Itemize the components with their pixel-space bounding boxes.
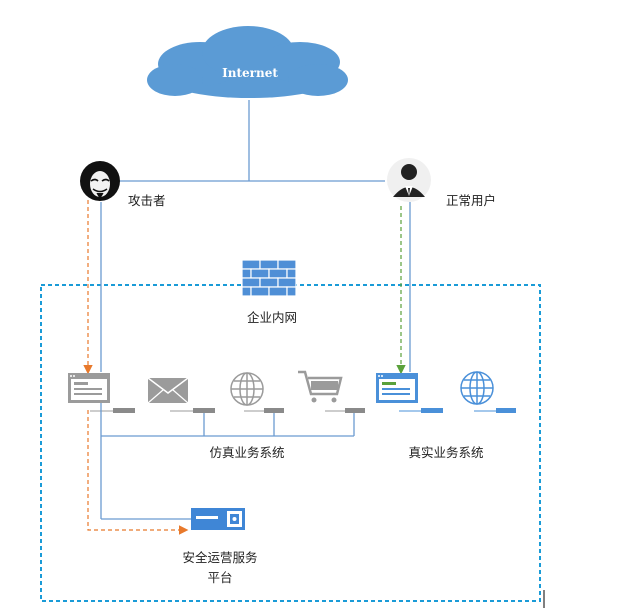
security-platform-label-line2: 平台	[207, 570, 232, 585]
real-system: 真实业务系统	[376, 371, 516, 460]
simulated-system-label: 仿真业务系统	[209, 445, 284, 460]
attack-flow-to-platform	[87, 410, 189, 535]
firewall: 企业内网	[241, 259, 297, 325]
server-base	[496, 408, 516, 413]
globe-server-icon	[460, 371, 494, 405]
internet-links	[118, 100, 385, 182]
real-server-globe	[460, 371, 516, 413]
server-base	[345, 408, 365, 413]
real-server-web	[376, 373, 443, 413]
security-appliance-icon	[191, 508, 245, 530]
internet-cloud: Internet	[147, 26, 348, 98]
attacker-node: 攻击者	[80, 161, 166, 208]
simulated-server-mail	[147, 377, 215, 413]
mail-server-icon	[147, 377, 189, 404]
security-platform: 安全运营服务 平台	[87, 410, 258, 585]
server-base	[421, 408, 443, 413]
simulated-server-globe	[230, 372, 284, 413]
simulated-system-bus	[100, 403, 355, 437]
cloud-icon	[147, 26, 348, 98]
server-base	[193, 408, 215, 413]
intranet-label: 企业内网	[247, 310, 297, 325]
web-server-icon	[68, 373, 110, 403]
firewall-icon	[241, 259, 297, 297]
web-server-icon	[376, 373, 418, 403]
anonymous-mask-icon	[80, 161, 120, 201]
server-base	[264, 408, 284, 413]
simulated-system: 仿真业务系统	[68, 370, 365, 460]
internet-label: Internet	[222, 66, 278, 80]
normal-user-node: 正常用户	[387, 158, 496, 208]
normal-user-label: 正常用户	[446, 193, 496, 208]
simulated-server-web	[68, 373, 135, 413]
real-system-label: 真实业务系统	[408, 445, 483, 460]
security-platform-label-line1: 安全运营服务	[182, 550, 257, 565]
intranet-boundary	[40, 284, 541, 602]
server-base	[113, 408, 135, 413]
globe-server-icon	[230, 372, 264, 406]
shopping-cart-server-icon	[298, 370, 343, 403]
user-avatar-icon	[387, 158, 431, 202]
attacker-label: 攻击者	[128, 193, 166, 208]
simulated-server-cart	[298, 370, 365, 413]
